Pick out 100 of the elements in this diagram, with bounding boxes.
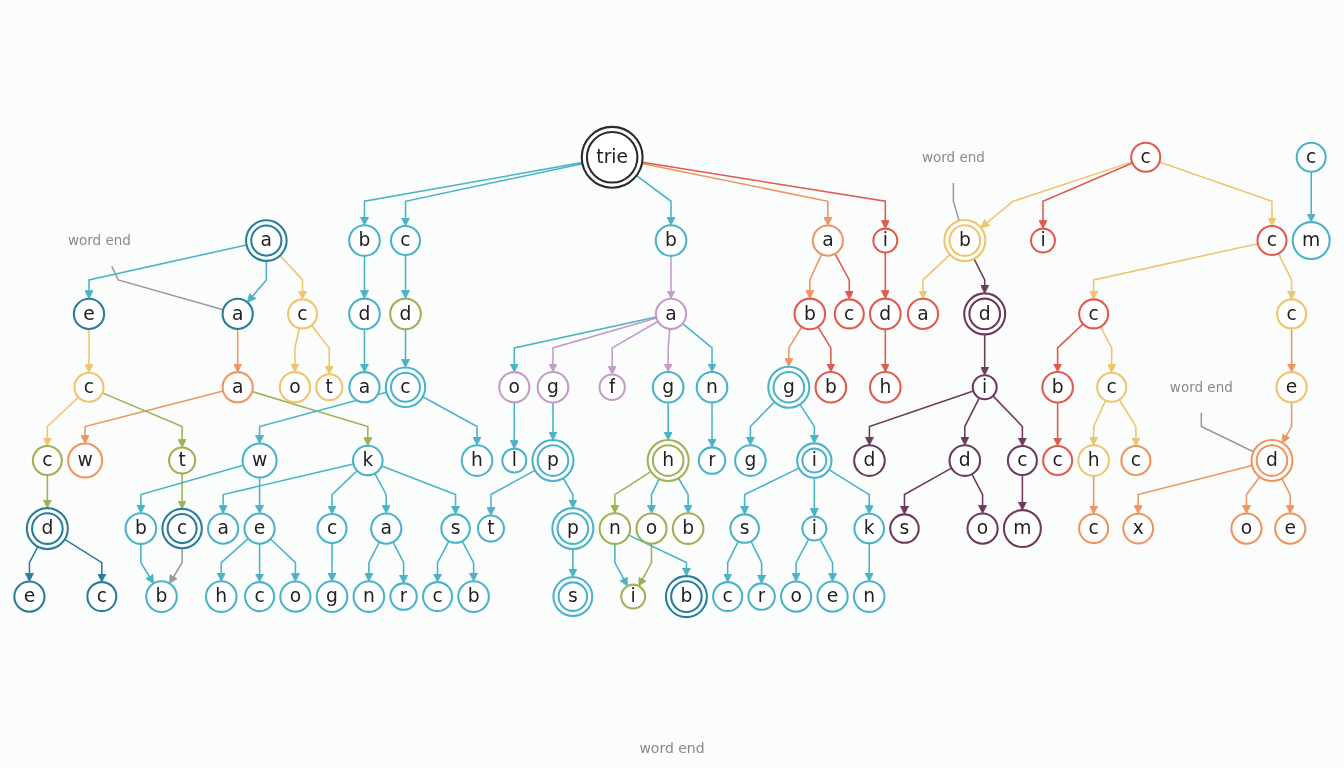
arrow — [805, 253, 823, 299]
node-circle: g — [734, 444, 767, 477]
arrow — [1241, 476, 1261, 514]
arrow — [42, 474, 52, 509]
arrow — [136, 464, 244, 514]
node-circle: f — [598, 373, 626, 401]
node-circle: c — [73, 371, 105, 403]
connector — [952, 182, 960, 222]
node-circle: m — [1002, 509, 1042, 549]
node-circle: d — [348, 297, 381, 331]
arrow — [899, 467, 953, 515]
arrow — [359, 255, 370, 299]
arrow — [607, 320, 659, 375]
arrow — [422, 395, 482, 446]
node-circle: e — [816, 580, 849, 613]
node-circle: o — [780, 580, 813, 613]
arrow — [677, 477, 693, 514]
node-circle: o — [1230, 512, 1263, 545]
node-circle: d — [963, 292, 1007, 336]
node-circle: b — [654, 224, 688, 257]
node-circle: e — [243, 512, 276, 545]
node-circle: c — [1006, 445, 1038, 477]
node-circle: e — [13, 580, 46, 613]
arrow — [980, 161, 1133, 229]
node-circle: i — [971, 374, 998, 401]
node-circle: c — [422, 581, 454, 613]
node-circle: i — [796, 442, 833, 479]
arrow — [101, 392, 187, 448]
node-circle: n — [695, 370, 729, 404]
arrow — [791, 538, 810, 582]
arrow — [562, 477, 578, 509]
node-circle: p — [551, 507, 595, 551]
node-circle: l — [501, 447, 528, 474]
node-circle: g — [315, 580, 349, 613]
arrow — [486, 469, 536, 516]
arrow — [681, 322, 717, 373]
node-circle: c — [1078, 513, 1110, 545]
arrow — [723, 540, 740, 583]
arrow — [461, 540, 479, 582]
arrow — [918, 253, 951, 300]
node-circle: r — [747, 582, 776, 611]
arrow — [610, 470, 652, 514]
connector — [111, 265, 224, 311]
arrow — [327, 469, 358, 515]
arrow — [666, 255, 676, 300]
node-circle: c — [244, 581, 276, 613]
arrow — [960, 397, 981, 446]
node-circle: b — [348, 224, 381, 257]
arrow — [140, 543, 154, 584]
node-text: word end — [1169, 379, 1233, 395]
arrow — [828, 468, 874, 515]
node-circle: m — [1291, 221, 1331, 261]
node-circle: b — [793, 297, 827, 331]
arrow — [290, 327, 301, 373]
arrow — [1277, 252, 1297, 300]
node-circle: o — [279, 580, 312, 613]
node-circle: d — [869, 297, 902, 331]
node-circle: c — [86, 581, 118, 613]
arrow — [1089, 399, 1107, 446]
node-circle: e — [1275, 371, 1308, 404]
arrow — [1118, 398, 1141, 447]
node-circle: a — [245, 219, 288, 262]
node-circle: s — [440, 513, 471, 544]
arrow — [971, 473, 988, 514]
arrow — [509, 316, 658, 373]
node-circle: p — [531, 439, 575, 483]
node-circle: i — [1030, 227, 1056, 254]
node-circle: d — [25, 507, 69, 551]
node-circle: t — [168, 446, 197, 475]
node-circle: s — [729, 513, 760, 544]
node-circle: x — [1122, 512, 1155, 545]
node-circle: c — [161, 507, 203, 550]
node-circle: a — [207, 512, 240, 545]
arrow — [327, 542, 337, 582]
node-text: word end — [921, 149, 985, 165]
arrow — [269, 538, 300, 582]
node-circle: d — [853, 444, 886, 477]
arrow — [864, 390, 975, 446]
arrow — [24, 545, 39, 582]
node-circle: d — [1250, 439, 1294, 483]
arrow — [568, 548, 578, 578]
node-circle: e — [1274, 512, 1307, 545]
node-circle: b — [124, 512, 158, 545]
node-circle: o — [278, 371, 312, 404]
arrow — [627, 534, 691, 577]
node-circle: b — [814, 370, 848, 404]
node-circle: c — [833, 298, 865, 330]
node-circle: r — [389, 582, 418, 611]
arrow — [1133, 464, 1253, 515]
arrow — [635, 174, 676, 226]
arrow — [247, 260, 268, 303]
arrow — [745, 401, 776, 446]
arrow — [646, 478, 660, 514]
node-circle: b — [1041, 370, 1074, 404]
arrow — [392, 541, 409, 584]
node-circle: b — [457, 580, 490, 613]
node-circle: s — [552, 576, 594, 618]
arrow — [819, 538, 838, 582]
arrow — [359, 161, 583, 226]
node-circle: b — [664, 575, 708, 619]
